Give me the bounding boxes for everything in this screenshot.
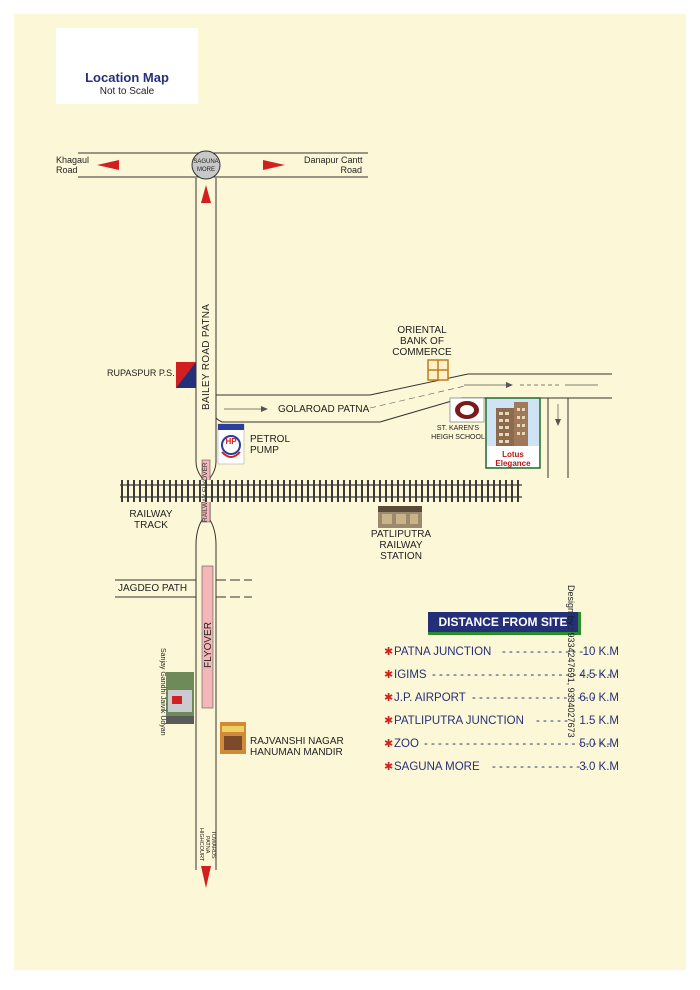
distance-place: SAGUNA MORE <box>394 761 480 773</box>
flyover-span <box>201 565 214 709</box>
distance-row: ✱ SAGUNA MORE - - - - - - - - - - - - - … <box>384 761 619 773</box>
star-bullet-icon: ✱ <box>384 761 394 773</box>
distance-value: 10 K.M <box>582 646 619 658</box>
star-bullet-icon: ✱ <box>384 715 394 727</box>
bailey-road-label: BAILEY ROAD PATNA <box>201 303 212 410</box>
bailey-road <box>195 178 217 870</box>
golaroad-label: GOLAROAD PATNA <box>278 404 370 415</box>
school-logo-icon <box>449 397 485 423</box>
distance-heading: DISTANCE FROM SITE <box>428 612 581 635</box>
railway-track <box>120 480 522 502</box>
jagdeo-path-label: JAGDEO PATH <box>118 583 188 594</box>
distance-place: PATLIPUTRA JUNCTION <box>394 715 524 727</box>
distance-value: 5.0 K.M <box>579 738 619 750</box>
sanjay-udyan-label: Sanjay Gandhi Jaivik Udyan <box>159 648 166 736</box>
udyan-photo <box>166 672 194 724</box>
jagdeo-path-road <box>115 579 252 598</box>
distance-place: IGIMS <box>394 669 427 681</box>
star-bullet-icon: ✱ <box>384 646 394 658</box>
saguna-more-roundabout <box>191 150 221 180</box>
distance-row: ✱ PATNA JUNCTION - - - - - - - - - - - -… <box>384 646 619 658</box>
designer-credit: Design by : 9334247691, 9334027673 <box>566 585 576 738</box>
star-bullet-icon: ✱ <box>384 669 394 681</box>
legend-box: Location Map Not to Scale <box>56 28 198 104</box>
distance-row: ✱ ZOO - - - - - - - - - - - - - - - - - … <box>384 738 619 750</box>
distance-place: PATNA JUNCTION <box>394 646 492 658</box>
arrow-down-icon <box>201 866 211 888</box>
star-bullet-icon: ✱ <box>384 738 394 750</box>
rupaspur-label: RUPASPUR P.S. <box>107 368 175 378</box>
distance-value: 4.5 K.M <box>579 669 619 681</box>
star-bullet-icon: ✱ <box>384 692 394 704</box>
map-subtitle: Not to Scale <box>99 86 155 97</box>
mandir-photo <box>220 722 246 754</box>
arrow-right-icon <box>263 160 285 170</box>
khagaul-danapur-road <box>78 152 368 178</box>
distance-value: 3.0 K.M <box>579 761 619 773</box>
flyover-label: FLYOVER <box>203 622 214 668</box>
railway-flyover-label: RAILWAY FLYOVER <box>202 462 209 522</box>
police-station-icon <box>176 362 196 388</box>
lotus-elegance-building <box>485 397 541 469</box>
distance-place: J.P. AIRPORT <box>394 692 466 704</box>
distance-place: ZOO <box>394 738 419 750</box>
distance-value: 6.0 K.M <box>579 692 619 704</box>
hp-logo-icon <box>217 423 245 465</box>
arrow-left-icon <box>97 160 119 170</box>
distance-row: ✱ PATLIPUTRA JUNCTION - - - - - 1.5 K.M <box>384 715 619 727</box>
arrow-up-icon <box>201 185 211 203</box>
distance-value: 1.5 K.M <box>579 715 619 727</box>
distance-row: ✱ IGIMS - - - - - - - - - - - - - - - - … <box>384 669 619 681</box>
station-photo <box>378 506 422 528</box>
distance-row: ✱ J.P. AIRPORT - - - - - - - - - - - - -… <box>384 692 619 704</box>
golaroad <box>215 373 612 478</box>
hp-logo-text: HP <box>225 437 237 446</box>
bank-icon <box>427 359 449 381</box>
map-title: Location Map <box>85 70 169 85</box>
